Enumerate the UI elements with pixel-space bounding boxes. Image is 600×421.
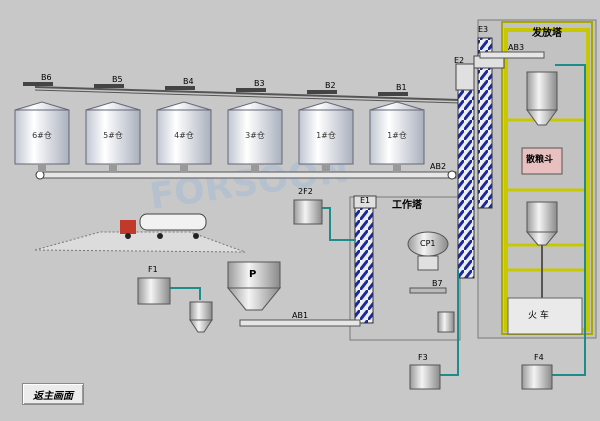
belt-ab1 — [239, 319, 361, 327]
scale-f4 — [521, 364, 553, 390]
label-f4: F4 — [534, 353, 544, 362]
label-ab2: AB2 — [430, 162, 447, 171]
belt-b1 — [378, 92, 408, 96]
top-belt-conveyor — [34, 86, 461, 104]
label-e3: E3 — [478, 25, 489, 34]
scale-f1 — [137, 277, 171, 305]
tanker-truck — [120, 213, 207, 239]
silo-label-3: 3#仓 — [245, 131, 265, 140]
silo-6 — [14, 101, 70, 172]
dispatch-hopper-2 — [525, 201, 559, 246]
belt-b2 — [307, 90, 337, 94]
back-to-main-button[interactable]: 返主画面 — [22, 383, 84, 405]
belt-label-b5: B5 — [112, 75, 123, 84]
label-e1: E1 — [360, 196, 371, 205]
dispatch-tower-title: 发放塔 — [532, 28, 562, 39]
silo-2 — [298, 101, 354, 172]
belt-label-b2: B2 — [325, 81, 336, 90]
work-tower-title: 工作塔 — [392, 200, 422, 211]
grain-pile — [34, 231, 246, 253]
label-f1: F1 — [148, 265, 158, 274]
belt-b6 — [23, 82, 53, 86]
elevator-e1 — [354, 204, 374, 324]
belt-label-b6: B6 — [41, 73, 52, 82]
belt-ab3 — [479, 51, 545, 59]
train-label: 火 车 — [528, 311, 549, 321]
elevator-e3 — [477, 37, 493, 209]
belt-label-b1: B1 — [396, 83, 407, 92]
label-e2: E2 — [454, 56, 465, 65]
belt-b3 — [236, 88, 266, 92]
elevator-e2 — [457, 87, 475, 279]
label-2f2: 2F2 — [298, 187, 313, 196]
dispatch-hopper-1 — [526, 71, 558, 126]
silo-label-6: 6#仓 — [32, 131, 52, 140]
cleaner-cp1 — [407, 231, 449, 271]
label-ab1: AB1 — [292, 311, 309, 320]
silo-label-4: 4#仓 — [174, 131, 194, 140]
silo-label-1: 1#仓 — [387, 131, 407, 140]
silo-4 — [156, 101, 212, 172]
train-car — [507, 297, 583, 335]
hopper-small — [189, 301, 213, 333]
silo-3 — [227, 101, 283, 172]
belt-b4 — [165, 86, 195, 90]
silo-label-2: 1#仓 — [316, 131, 336, 140]
scale-2f2 — [293, 199, 323, 225]
scale-f3 — [409, 364, 441, 390]
hopper-p — [226, 261, 282, 311]
silo-1 — [369, 101, 425, 172]
label-cp1: CP1 — [420, 239, 436, 248]
hopper-small-2 — [437, 311, 455, 333]
label-f3: F3 — [418, 353, 428, 362]
belt-label-b4: B4 — [183, 77, 194, 86]
label-b7: B7 — [432, 279, 443, 288]
silo-label-5: 5#仓 — [103, 131, 123, 140]
belt-b7 — [409, 287, 447, 294]
bulk-hopper-box — [521, 147, 563, 175]
label-p: P — [249, 269, 257, 280]
bulk-hopper-label: 散粮斗 — [526, 155, 554, 165]
belt-label-b3: B3 — [254, 79, 265, 88]
silo-5 — [85, 101, 141, 172]
belt-b5 — [94, 84, 124, 88]
label-ab3: AB3 — [508, 43, 525, 52]
